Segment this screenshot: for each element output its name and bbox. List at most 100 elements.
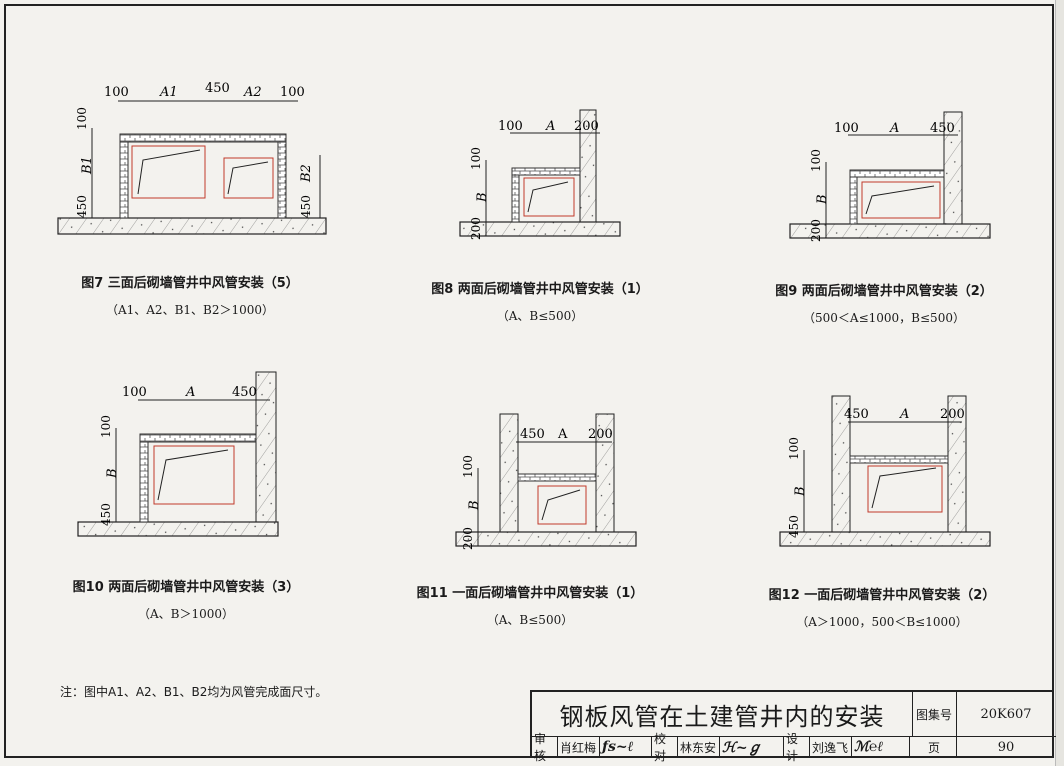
figure-10-caption: 图10 两面后砌墙管井中风管安装（3） （A、B＞1000） xyxy=(56,576,316,622)
figure-condition: （A、B≤500） xyxy=(496,309,584,323)
concrete-wall xyxy=(579,109,597,223)
signature-row: 审核 肖红梅 ƒꜱ~ℓ 校对 林东安 ℋ~ℊ 设计 刘逸飞 ℳ℮ℓ xyxy=(532,732,910,763)
drawing-note: 注：图中A1、A2、B1、B2均为风管完成面尺寸。 xyxy=(60,685,328,699)
duct-1 xyxy=(131,145,206,199)
figure-title: 图10 两面后砌墙管井中风管安装（3） xyxy=(72,580,300,595)
dim-label: 200 xyxy=(469,217,483,240)
figure-11-drawing: 450 A 200 100 B 200 xyxy=(455,413,637,550)
brick-wall-top xyxy=(849,455,949,464)
duct xyxy=(861,181,941,219)
duct xyxy=(523,177,575,217)
page-edge xyxy=(1055,0,1064,766)
figure-8-caption: 图8 两面后砌墙管井中风管安装（1） （A、B≤500） xyxy=(410,278,670,324)
duct xyxy=(867,465,943,513)
brick-wall-top xyxy=(511,167,581,176)
reviewer-signature: ƒꜱ~ℓ xyxy=(600,736,652,758)
floor-slab xyxy=(77,521,279,537)
concrete-wall-left xyxy=(499,413,519,533)
brick-wall-top xyxy=(849,169,945,178)
brick-wall-left xyxy=(139,441,149,523)
dim-label: A xyxy=(899,407,909,422)
figure-condition: （A、B≤500） xyxy=(486,613,574,627)
dim-label: A1 xyxy=(159,85,178,100)
brick-wall-left xyxy=(119,141,129,219)
designer-name: 刘逸飞 xyxy=(810,736,852,758)
duct-bracket xyxy=(871,467,937,509)
dim-label: 450 xyxy=(787,515,801,538)
figure-7-drawing: 100 A1 450 A2 100 100 B1 450 B2 450 xyxy=(57,81,327,235)
dim-label: 450 xyxy=(75,195,89,218)
design-label: 设计 xyxy=(784,732,810,763)
floor-slab xyxy=(455,531,637,547)
dim-label: 450 xyxy=(299,195,313,218)
dim-label: B xyxy=(815,194,830,205)
dim-label: 450 xyxy=(844,407,869,422)
floor-slab xyxy=(779,531,991,547)
concrete-wall xyxy=(255,371,277,523)
figure-condition: （A1、A2、B1、B2＞1000） xyxy=(105,303,275,317)
duct-2-bracket xyxy=(227,161,269,195)
dim-label: B xyxy=(467,500,482,511)
dim-label: 200 xyxy=(940,407,965,422)
figure-7-caption: 图7 三面后砌墙管井中风管安装（5） （A1、A2、B1、B2＞1000） xyxy=(60,272,320,318)
check-label: 校对 xyxy=(652,732,678,763)
dim-label: B2 xyxy=(299,164,314,183)
dim-label: 100 xyxy=(787,437,801,460)
dim-label: B xyxy=(105,468,120,479)
figure-title: 图9 两面后砌墙管井中风管安装（2） xyxy=(775,284,993,299)
dim-label: 200 xyxy=(588,427,613,442)
figure-12-caption: 图12 一面后砌墙管井中风管安装（2） （A＞1000，500＜B≤1000） xyxy=(752,584,1012,630)
figure-title: 图7 三面后砌墙管井中风管安装（5） xyxy=(81,276,299,291)
dim-label: B xyxy=(475,192,490,203)
figure-9-drawing: 100 A 450 100 B 200 xyxy=(789,111,991,242)
dim-label: 100 xyxy=(99,415,113,438)
figure-12-drawing: 450 A 200 100 B 450 xyxy=(779,395,991,547)
concrete-wall-right xyxy=(947,395,967,533)
dim-label: 450 xyxy=(520,427,545,442)
dim-label: B xyxy=(793,486,808,497)
duct-bracket xyxy=(157,449,229,501)
figure-8-drawing: 100 A 200 100 B 200 xyxy=(459,109,621,240)
title-block: 钢板风管在土建管井内的安装 图集号 20K607 审核 肖红梅 ƒꜱ~ℓ 校对 … xyxy=(530,690,1056,763)
dim-label: 450 xyxy=(930,121,955,136)
figure-11-caption: 图11 一面后砌墙管井中风管安装（1） （A、B≤500） xyxy=(400,582,660,628)
figure-title: 图12 一面后砌墙管井中风管安装（2） xyxy=(768,588,996,603)
figure-title: 图8 两面后砌墙管井中风管安装（1） xyxy=(431,282,649,297)
dim-label: 200 xyxy=(574,119,599,134)
figure-title: 图11 一面后砌墙管井中风管安装（1） xyxy=(416,586,644,601)
drawing-title: 钢板风管在土建管井内的安装 xyxy=(532,692,913,737)
dim-label: A xyxy=(185,385,195,400)
dim-label: A2 xyxy=(243,85,262,100)
floor-slab xyxy=(459,221,621,237)
dim-label: A xyxy=(889,121,899,136)
dim-label: 100 xyxy=(469,147,483,170)
dim-label: 100 xyxy=(75,107,89,130)
duct-2 xyxy=(223,157,274,199)
dim-label: 100 xyxy=(104,85,129,100)
reviewer-name: 肖红梅 xyxy=(558,736,600,758)
dim-label: 100 xyxy=(834,121,859,136)
dim-label: A xyxy=(557,427,568,442)
atlas-label: 图集号 xyxy=(912,692,957,737)
figure-10-drawing: 100 A 450 100 B 450 xyxy=(77,371,279,537)
concrete-wall-right xyxy=(595,413,615,533)
brick-wall-top xyxy=(139,433,257,443)
duct-bracket xyxy=(527,181,569,213)
dim-label: 100 xyxy=(280,85,305,100)
floor-slab xyxy=(57,217,327,235)
dim-label: 450 xyxy=(99,503,113,526)
dim-label: 450 xyxy=(205,81,230,96)
dim-label: 450 xyxy=(232,385,257,400)
checker-name: 林东安 xyxy=(678,736,720,758)
dim-label: 100 xyxy=(498,119,523,134)
figure-condition: （A、B＞1000） xyxy=(137,607,235,621)
duct-1-bracket xyxy=(137,149,201,195)
review-label: 审核 xyxy=(532,732,558,763)
brick-wall-top xyxy=(517,473,597,482)
page-label: 页 xyxy=(912,736,957,758)
dim-label: 200 xyxy=(809,219,823,242)
drawing-frame xyxy=(4,4,1054,758)
concrete-wall-left xyxy=(831,395,851,533)
duct xyxy=(537,485,587,525)
designer-signature: ℳ℮ℓ xyxy=(852,736,910,758)
